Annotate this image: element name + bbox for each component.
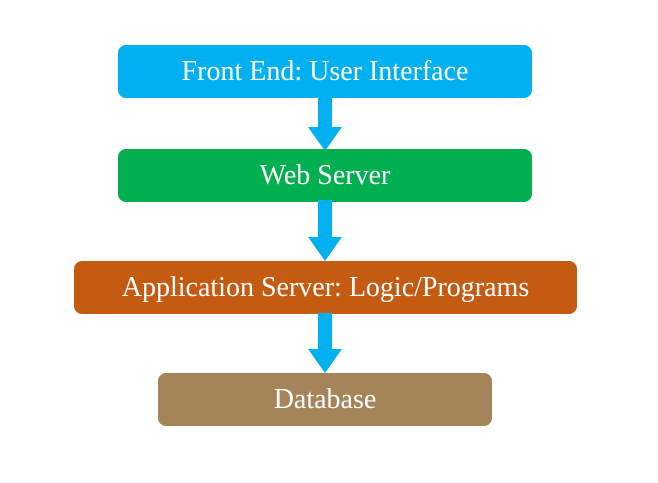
down-arrow-icon [308, 200, 342, 261]
node-label: Front End: User Interface [181, 55, 469, 87]
down-arrow-icon [308, 313, 342, 373]
node-label: Database [273, 383, 377, 415]
node-application-server: Application Server: Logic/Programs [74, 261, 577, 314]
node-database: Database [158, 373, 492, 426]
node-front-end-user-interface: Front End: User Interface [118, 45, 532, 98]
node-label: Application Server: Logic/Programs [121, 271, 530, 303]
down-arrow-icon [308, 91, 342, 151]
node-label: Web Server [259, 159, 391, 191]
node-web-server: Web Server [118, 149, 532, 202]
